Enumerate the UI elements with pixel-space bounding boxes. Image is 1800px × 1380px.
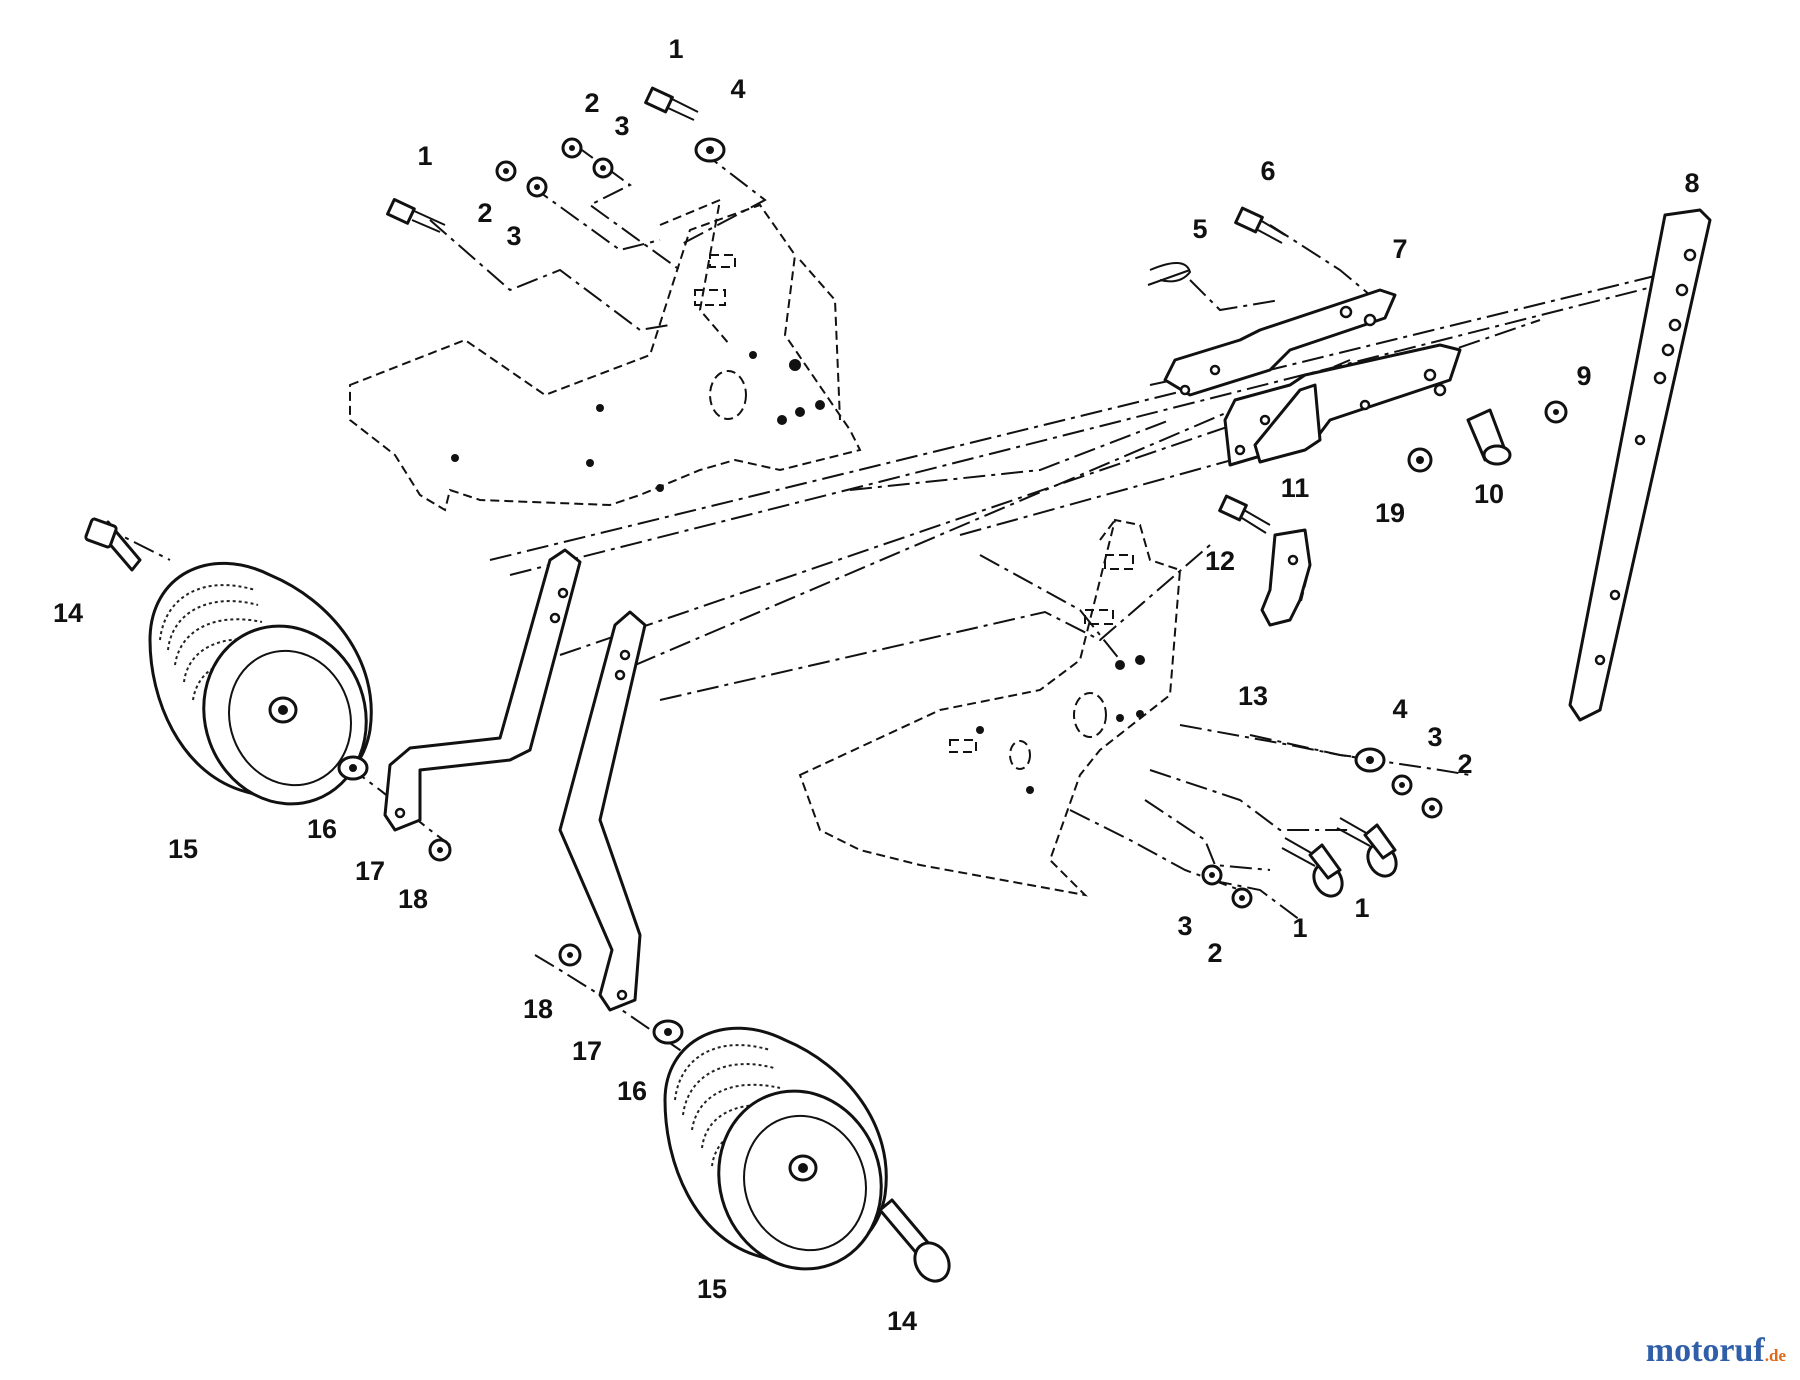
washer-icon <box>1391 774 1413 796</box>
hitch-pin-icon <box>1466 408 1512 466</box>
callout-6: 6 <box>1260 156 1275 186</box>
bolt-icon <box>644 86 699 121</box>
callout-labels: 1 4 2 3 1 2 3 6 5 7 8 9 10 11 19 12 13 1… <box>53 34 1700 1336</box>
callout-2: 2 <box>584 88 599 118</box>
right-wheel-assembly <box>534 610 951 1283</box>
hitch-assembly <box>1147 206 1712 722</box>
callout-19: 19 <box>1375 498 1405 528</box>
callout-1: 1 <box>1292 913 1307 943</box>
watermark-logo: motoruf.de <box>1646 1332 1786 1370</box>
upper-frame-bracket <box>349 198 862 512</box>
wheel-tire-icon <box>148 561 373 806</box>
callout-18: 18 <box>398 884 428 914</box>
wheel-tire-icon <box>663 1026 888 1271</box>
wheel-arm <box>383 548 582 832</box>
bolt-icon <box>1234 206 1286 244</box>
hitch-plate-upper <box>1163 288 1397 397</box>
nut-icon <box>561 137 583 159</box>
callout-7: 7 <box>1392 234 1407 264</box>
lower-right-hardware <box>1069 724 1471 921</box>
assembly-center-lines <box>489 264 1701 701</box>
flat-washer-icon <box>1354 747 1386 773</box>
callout-16: 16 <box>307 814 337 844</box>
watermark-suffix: .de <box>1764 1346 1786 1365</box>
callout-18: 18 <box>523 994 553 1024</box>
washer-icon <box>1201 864 1223 886</box>
callout-3: 3 <box>1177 911 1192 941</box>
bolt-icon <box>1281 837 1344 898</box>
callout-1: 1 <box>417 141 432 171</box>
axle-bolt-icon <box>84 517 142 572</box>
callout-2: 2 <box>1457 749 1472 779</box>
callout-11: 11 <box>1281 473 1310 503</box>
callout-10: 10 <box>1474 479 1504 509</box>
hitch-bracket <box>1253 383 1322 464</box>
wheel-arm <box>558 610 647 1012</box>
callout-3: 3 <box>506 221 521 251</box>
nut-icon <box>1544 400 1568 424</box>
callout-14: 14 <box>53 598 83 628</box>
lower-frame-bracket <box>798 518 1182 897</box>
nut-icon <box>1407 447 1433 473</box>
washer-icon <box>592 157 614 179</box>
axle-bolt-icon <box>878 1198 951 1283</box>
callout-2: 2 <box>1207 938 1222 968</box>
nut-icon <box>558 943 582 967</box>
nut-icon <box>428 838 452 862</box>
callout-14: 14 <box>887 1306 917 1336</box>
bolt-icon <box>386 198 446 233</box>
callout-15: 15 <box>168 834 198 864</box>
callout-4: 4 <box>1392 694 1407 724</box>
flat-washer-icon <box>337 755 369 781</box>
support-bracket <box>1260 528 1312 627</box>
callout-8: 8 <box>1684 168 1699 198</box>
nut-icon <box>1231 887 1253 909</box>
callout-5: 5 <box>1192 214 1207 244</box>
bolt-icon <box>1218 494 1271 534</box>
upper-left-hardware <box>386 86 767 332</box>
callout-2: 2 <box>477 198 492 228</box>
left-wheel-assembly <box>84 517 582 862</box>
bolt-icon <box>1336 817 1398 878</box>
flat-washer-icon <box>694 137 726 163</box>
depth-stake <box>1568 208 1712 722</box>
hairpin-clip-icon <box>1147 262 1192 286</box>
nut-icon <box>1421 797 1443 819</box>
callout-17: 17 <box>355 856 385 886</box>
watermark-brand: motoruf <box>1645 1332 1765 1369</box>
washer-icon <box>526 176 548 198</box>
callout-4: 4 <box>730 74 745 104</box>
callout-3: 3 <box>1427 722 1442 752</box>
callout-13: 13 <box>1238 681 1268 711</box>
callout-3: 3 <box>614 111 629 141</box>
flat-washer-icon <box>652 1019 684 1045</box>
callout-16: 16 <box>617 1076 647 1106</box>
callout-15: 15 <box>697 1274 727 1304</box>
callout-12: 12 <box>1205 546 1235 576</box>
callout-17: 17 <box>572 1036 602 1066</box>
callout-9: 9 <box>1576 361 1591 391</box>
callout-1: 1 <box>668 34 683 64</box>
callout-1: 1 <box>1354 893 1369 923</box>
nut-icon <box>495 160 517 182</box>
